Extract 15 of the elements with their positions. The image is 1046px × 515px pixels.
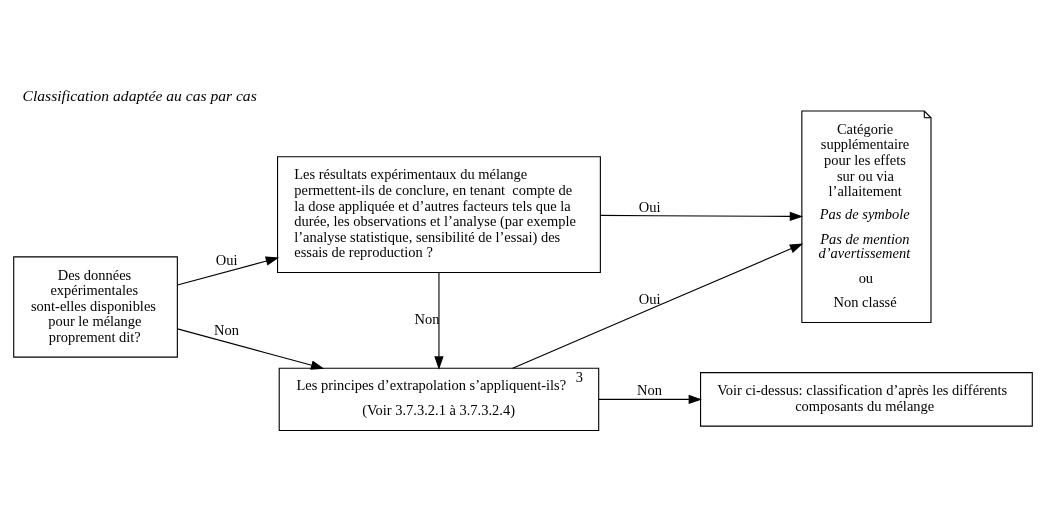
node-box: Des données expérimentales sont-elles disponibles pour le mélange proprement dit? xyxy=(13,255,178,358)
arrow xyxy=(176,256,280,286)
arrow xyxy=(512,242,804,369)
arrow xyxy=(599,211,804,221)
edge-label: Oui xyxy=(638,290,661,307)
node-box: Voir ci-dessus: classification d’après les différents composants du mélange xyxy=(700,371,1033,427)
edge-label: Non xyxy=(214,321,240,338)
edge-label: Oui xyxy=(638,198,661,215)
arrow xyxy=(434,271,444,370)
edge-label: Non xyxy=(637,381,663,398)
arrow xyxy=(176,327,325,370)
arrow xyxy=(598,394,702,404)
node-box: Les résultats expérimentaux du mélange permettent-ils de conclure, en tenant compte de la dose appliquée et d’autres facteurs tels que la durée, les observations et l’analyse (par exemple l’analyse statistique, sensibilité de l’essai) des essais de reproduction ? xyxy=(277,155,601,273)
edge-label: Oui xyxy=(215,251,238,268)
diagram-title: Classification adaptée au cas par cas xyxy=(22,86,257,104)
